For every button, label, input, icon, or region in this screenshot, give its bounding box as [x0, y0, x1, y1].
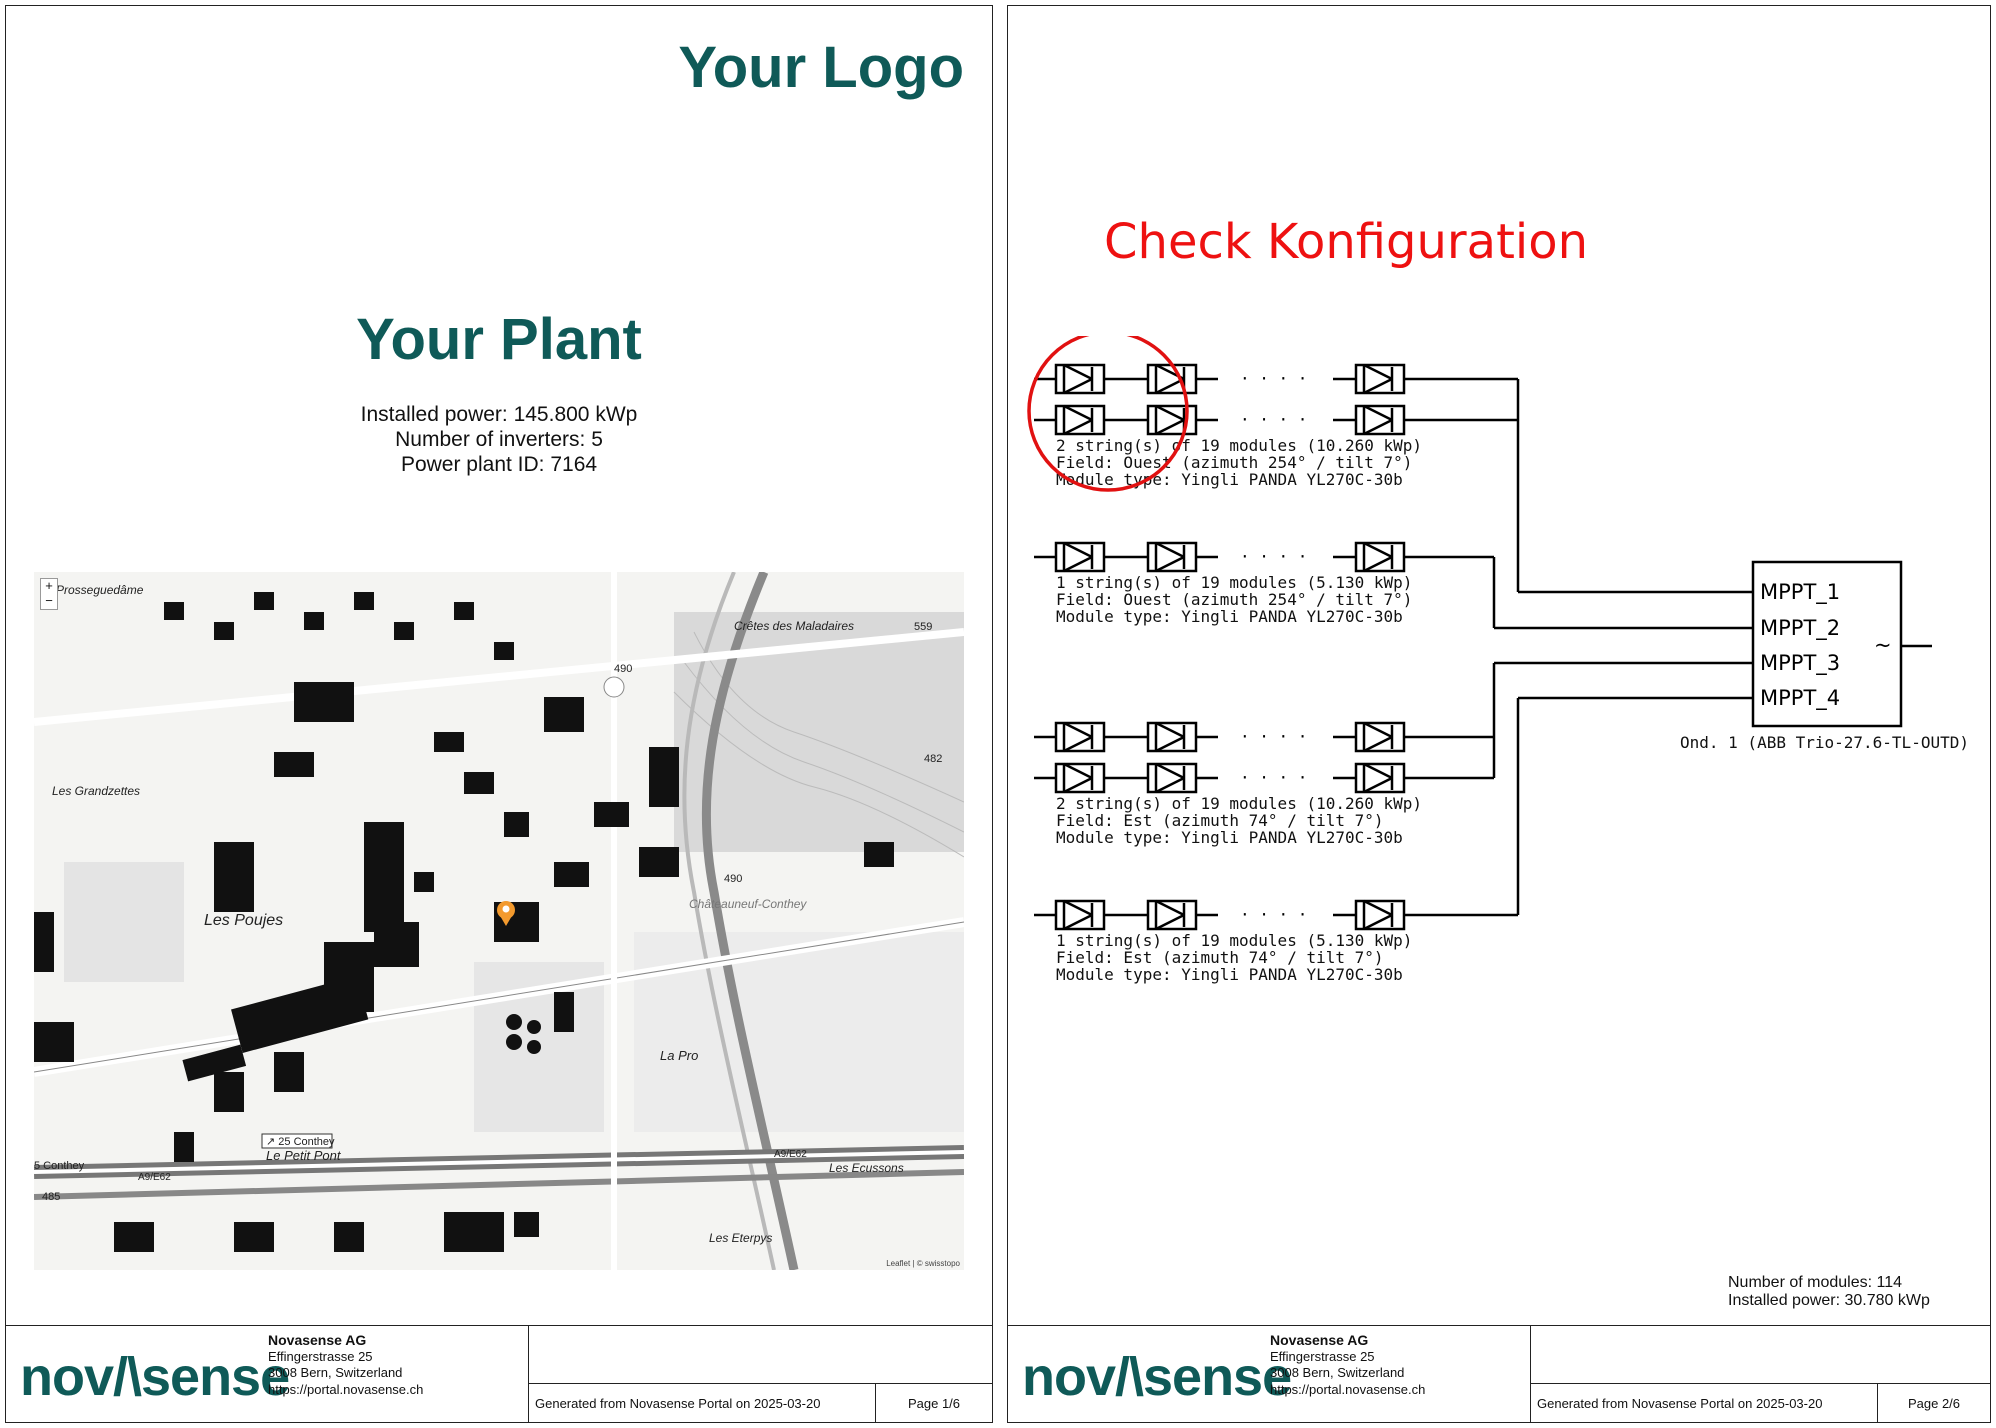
map-label-grandzettes: Les Grandzettes: [52, 784, 140, 798]
sports-field: [64, 862, 184, 982]
zoom-in-button[interactable]: +: [45, 578, 53, 593]
dots-4: · · · ·: [1240, 905, 1307, 924]
group1-line3: Module type: Yingli PANDA YL270C-30b: [1056, 470, 1403, 489]
mppt-3: MPPT_3: [1760, 651, 1840, 676]
generated-note: Generated from Novasense Portal on 2025-…: [1537, 1396, 1823, 1411]
company-url[interactable]: https://portal.novasense.ch: [1270, 1381, 1426, 1397]
string-group-labels: 2 string(s) of 19 modules (10.260 kWp) F…: [1056, 436, 1422, 984]
page-number-cell: Page 1/6: [875, 1384, 992, 1422]
inverter-label: Ond. 1 (ABB Trio-27.6-TL-OUTD): [1680, 733, 1969, 752]
company-address: Novasense AG Effingerstrasse 25 3008 Ber…: [268, 1332, 423, 1398]
highlight-circle: [1027, 336, 1189, 492]
map-label-a9-west: A9/E62: [138, 1172, 171, 1183]
company-name: Novasense AG: [268, 1332, 367, 1348]
installed-power: Installed power: 145.800 kWp: [360, 403, 638, 426]
plant-title: Your Plant: [356, 307, 642, 372]
plant-location-marker[interactable]: [497, 901, 515, 926]
map-label-prosseguedame: Prosseguedâme: [56, 583, 144, 597]
map-label-poujes: Les Poujes: [204, 912, 283, 929]
map-label-h559: 559: [914, 621, 932, 633]
map-label-ecussons: Les Ecussons: [829, 1161, 904, 1175]
map-label-petitpont: Le Petit Pont: [266, 1148, 342, 1163]
map-label-a9-east: A9/E62: [774, 1149, 807, 1160]
mppt-2: MPPT_2: [1760, 616, 1840, 641]
inverter-box: MPPT_1 MPPT_2 MPPT_3 MPPT_4 ~ Ond. 1 (AB…: [1680, 560, 1969, 752]
footer-right-cell: Generated from Novasense Portal on 2025-…: [528, 1326, 992, 1422]
map-label-h490a: 490: [614, 663, 632, 675]
group4-line2: Field: Est (azimuth 74° / tilt 7°): [1056, 948, 1384, 967]
wiring: [1034, 377, 1932, 917]
plant-info: Installed power: 145.800 kWp Number of i…: [6, 402, 992, 477]
mppt-1: MPPT_1: [1760, 580, 1840, 605]
dots-2: · · · ·: [1240, 547, 1307, 566]
map-zoom-control[interactable]: + −: [40, 578, 58, 610]
report-page-2: Check Konfiguration: [1007, 5, 1991, 1423]
group1-line2: Field: Ouest (azimuth 254° / tilt 7°): [1056, 453, 1412, 472]
group3-line2: Field: Est (azimuth 74° / tilt 7°): [1056, 811, 1384, 830]
company-url[interactable]: https://portal.novasense.ch: [268, 1381, 424, 1397]
location-map[interactable]: Prosseguedâme Crêtes des Maladaires 490 …: [34, 572, 964, 1270]
inverter-count: Number of inverters: 5: [395, 428, 603, 451]
ac-symbol: ~: [1874, 633, 1892, 657]
map-buildings: [34, 592, 894, 1252]
check-annotation: Check Konfiguration: [1104, 214, 1589, 270]
dots-1b: · · · ·: [1240, 410, 1307, 429]
string-diagram: · · · · · · · · · · · · · · · · · · · · …: [1027, 336, 1969, 984]
footer-right-cell: Generated from Novasense Portal on 2025-…: [1530, 1326, 1990, 1422]
map-label-h485: 485: [42, 1191, 60, 1203]
map-attribution[interactable]: Leaflet | © swisstopo: [886, 1259, 960, 1268]
report-page-1: Your Logo Your Plant Installed power: 14…: [5, 5, 993, 1423]
your-logo: Your Logo: [678, 35, 964, 100]
footer-bottom-row: Generated from Novasense Portal on 2025-…: [1531, 1383, 1990, 1422]
company-city: 3008 Bern, Switzerland: [1270, 1365, 1405, 1380]
company-name: Novasense AG: [1270, 1332, 1369, 1348]
company-city: 3008 Bern, Switzerland: [268, 1365, 403, 1380]
map-label-h490b: 490: [724, 873, 742, 885]
company-street: Effingerstrasse 25: [1270, 1348, 1375, 1364]
map-label-conthey25: ↗ 25 Conthey: [266, 1136, 335, 1148]
group2-line3: Module type: Yingli PANDA YL270C-30b: [1056, 607, 1403, 626]
generated-note: Generated from Novasense Portal on 2025-…: [535, 1396, 821, 1411]
group4-line3: Module type: Yingli PANDA YL270C-30b: [1056, 965, 1403, 984]
plant-id: Power plant ID: 7164: [400, 453, 598, 476]
page-number: Page 1/6: [907, 1396, 961, 1411]
group4-line1: 1 string(s) of 19 modules (5.130 kWp): [1056, 931, 1412, 950]
page-footer: nov/\sense Novasense AG Effingerstrasse …: [1008, 1325, 1990, 1422]
installed-power-summary: Installed power: 30.780 kWp: [1728, 1292, 1930, 1309]
footer-bottom-row: Generated from Novasense Portal on 2025-…: [529, 1383, 992, 1422]
mppt-4: MPPT_4: [1760, 686, 1840, 711]
company-address: Novasense AG Effingerstrasse 25 3008 Ber…: [1270, 1332, 1425, 1398]
group3-line1: 2 string(s) of 19 modules (10.260 kWp): [1056, 794, 1422, 813]
map-label-lapro: La Pro: [660, 1048, 698, 1063]
page-footer: nov/\sense Novasense AG Effingerstrasse …: [6, 1325, 992, 1422]
railway-line: [701, 572, 799, 1270]
map-label-conthey5: 5 Conthey: [34, 1160, 85, 1172]
group1-line1: 2 string(s) of 19 modules (10.260 kWp): [1056, 436, 1422, 455]
group3-line3: Module type: Yingli PANDA YL270C-30b: [1056, 828, 1403, 847]
group2-line1: 1 string(s) of 19 modules (5.130 kWp): [1056, 573, 1412, 592]
group2-line2: Field: Ouest (azimuth 254° / tilt 7°): [1056, 590, 1412, 609]
novasense-logo: nov/\sense: [1022, 1347, 1292, 1407]
company-street: Effingerstrasse 25: [268, 1348, 373, 1364]
map-label-h482: 482: [924, 753, 942, 765]
page-number-cell: Page 2/6: [1877, 1384, 1990, 1422]
map-canvas: Prosseguedâme Crêtes des Maladaires 490 …: [34, 572, 964, 1270]
page-number: Page 2/6: [1907, 1396, 1961, 1411]
plant-summary: Number of modules: 114 Installed power: …: [1728, 1274, 1930, 1310]
novasense-logo: nov/\sense: [20, 1347, 290, 1407]
zoom-out-button[interactable]: −: [45, 593, 53, 608]
module-count: Number of modules: 114: [1728, 1274, 1903, 1291]
map-label-cretes: Crêtes des Maladaires: [734, 619, 854, 633]
dots-1a: · · · ·: [1240, 369, 1307, 388]
dots-3a: · · · ·: [1240, 727, 1307, 746]
map-label-chateauneuf: Châteauneuf-Conthey: [689, 897, 807, 911]
dots-3b: · · · ·: [1240, 768, 1307, 787]
map-label-eterpys: Les Eterpys: [709, 1231, 772, 1245]
ellipsis-dots: · · · · · · · · · · · · · · · · · · · · …: [1240, 369, 1307, 924]
